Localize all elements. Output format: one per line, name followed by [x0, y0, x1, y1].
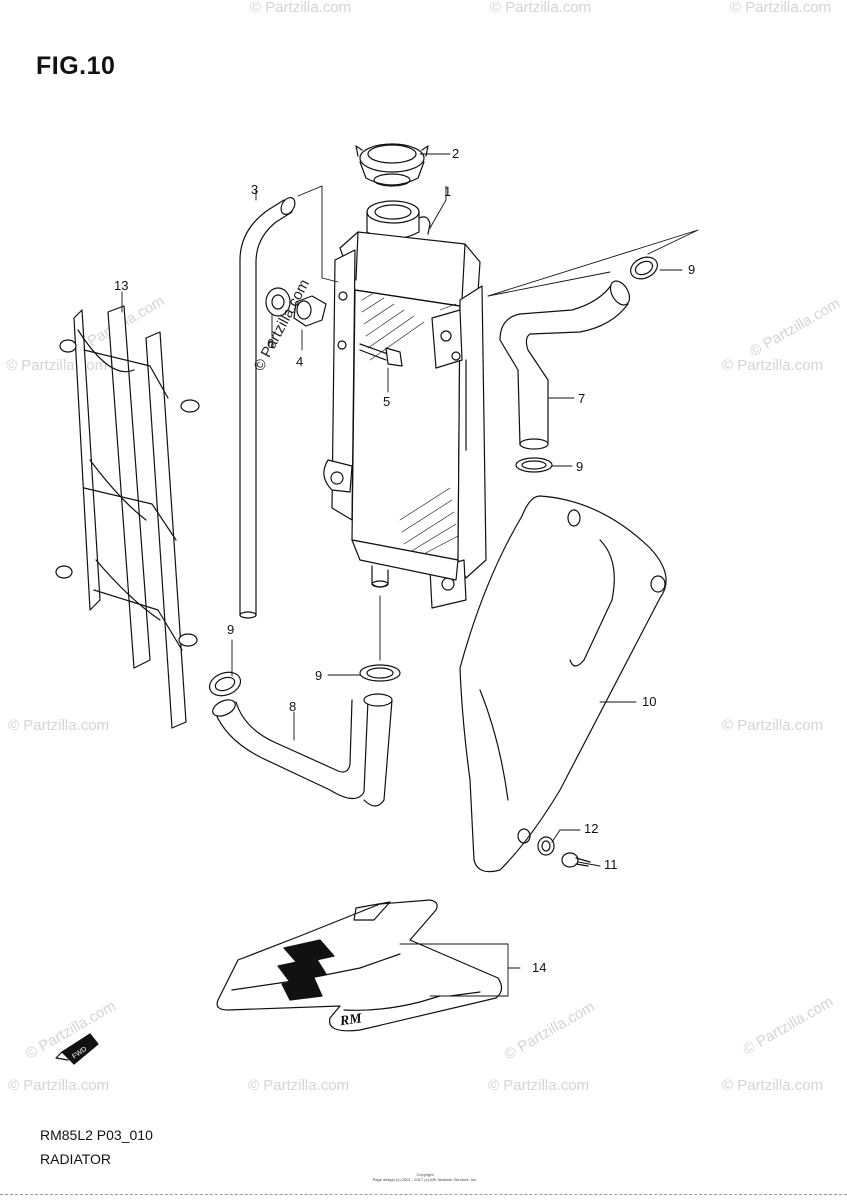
callout-5: 5 [383, 394, 390, 409]
radiator-louver [55, 305, 200, 729]
callout-4: 4 [296, 354, 303, 369]
decal-rm-text: RM [338, 1011, 363, 1029]
callout-9c: 9 [315, 668, 322, 683]
breather-hose [239, 197, 296, 619]
hose-clamp [515, 457, 553, 473]
copyright-line: Page design (c) 2001 - 2017 (c) ARI Netw… [372, 1177, 478, 1182]
watermark-text: © Partzilla.com [488, 1077, 589, 1094]
watermark-text: © Partzilla.com [722, 1077, 823, 1094]
watermark-text: © Partzilla.com [248, 1077, 349, 1094]
callout-3: 3 [251, 182, 258, 197]
watermark-text: © Partzilla.com [8, 717, 109, 734]
callout-10: 10 [642, 694, 656, 709]
figure-name: RADIATOR [40, 1151, 112, 1167]
bottom-divider [0, 1194, 847, 1195]
watermark-text: © Partzilla.com [722, 357, 823, 374]
callout-7: 7 [578, 391, 585, 406]
callout-9b: 9 [576, 459, 583, 474]
watermark-text: © Partzilla.com [730, 0, 831, 16]
callout-6: 6 [267, 336, 274, 351]
radiator-cover [459, 495, 667, 873]
watermark-text: © Partzilla.com [740, 993, 836, 1058]
hose-clamp [208, 671, 242, 697]
watermark-text: © Partzilla.com [502, 998, 598, 1063]
hose-clamp [630, 256, 658, 280]
watermark-text: © Partzilla.com [490, 0, 591, 16]
callout-9a: 9 [688, 262, 695, 277]
copyright-notice: Copyright Page design (c) 2001 - 2017 (c… [360, 1172, 490, 1182]
cover-grommet [537, 836, 555, 856]
callout-9d: 9 [227, 622, 234, 637]
watermark-text: © Partzilla.com [250, 0, 351, 16]
figure-title: FIG.10 [36, 52, 116, 80]
callout-labels: 1 2 3 4 5 6 7 8 9 9 9 9 10 11 12 13 14 [114, 146, 695, 975]
radiator-cap [355, 143, 429, 187]
callout-13: 13 [114, 278, 128, 293]
copyright-line: Copyright [416, 1172, 434, 1177]
shroud-decal [216, 899, 503, 1032]
cover-screw [561, 852, 591, 868]
watermark-text: © Partzilla.com [8, 1077, 109, 1094]
upper-hose [499, 280, 631, 450]
lower-hose [212, 693, 393, 807]
callout-8: 8 [289, 699, 296, 714]
callout-12: 12 [584, 821, 598, 836]
watermark-text: © Partzilla.com [6, 357, 107, 374]
leader-lines [121, 153, 699, 997]
fwd-arrow-icon [55, 1033, 99, 1065]
callout-11: 11 [604, 857, 618, 872]
figure-code: RM85L2 P03_010 [40, 1127, 153, 1143]
watermark-text: © Partzilla.com [722, 717, 823, 734]
bolt [359, 343, 403, 367]
radiator [323, 200, 487, 609]
callout-14: 14 [532, 960, 546, 975]
hose-clamp [359, 664, 401, 682]
callout-2: 2 [452, 146, 459, 161]
callout-1: 1 [444, 184, 451, 199]
collar [293, 295, 327, 327]
grommet [265, 287, 291, 317]
watermark-text: © Partzilla.com [747, 295, 843, 360]
